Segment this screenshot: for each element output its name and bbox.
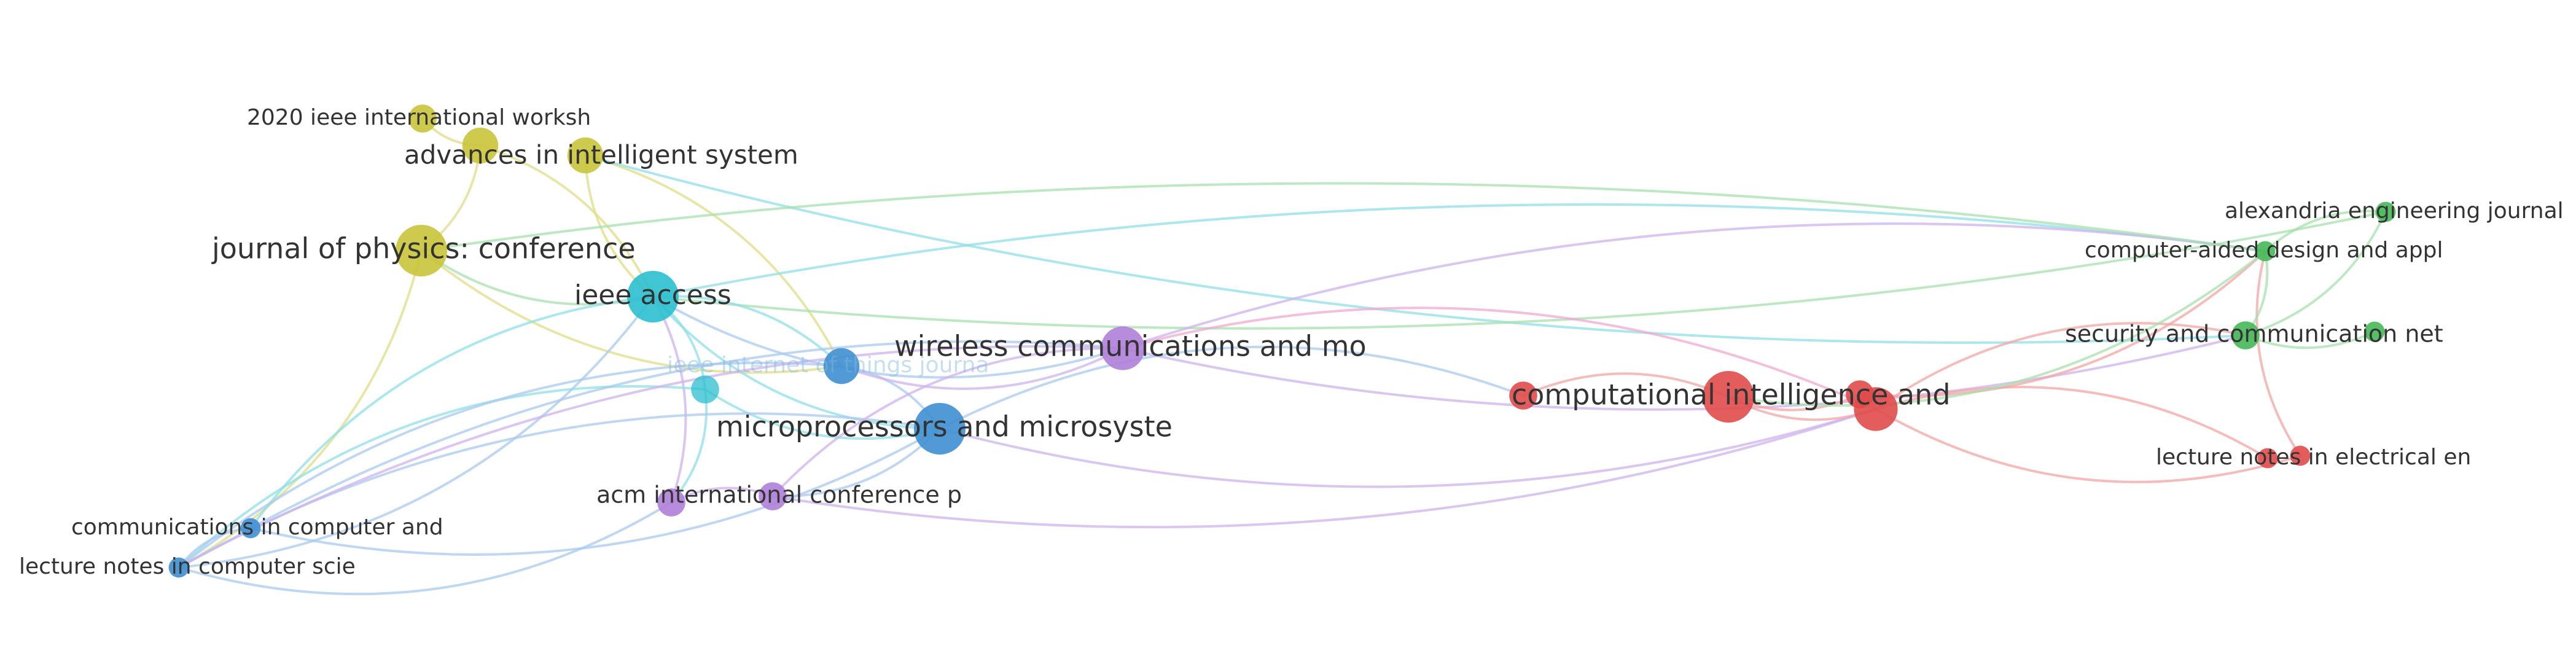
edge-r1-r2 [1522,372,1730,398]
edge-p1-b4 [178,345,1124,569]
edge-p3-r4 [771,408,1877,529]
node-g1[interactable] [2375,201,2396,222]
node-label-g1: alexandria engineering journal [2225,198,2564,224]
node-y1[interactable] [408,104,437,133]
edge-b2-r4 [939,408,1877,488]
edge-b2-r1 [939,345,1524,430]
node-label-b3: communications in computer and [71,515,443,540]
edge-c2-b2 [704,388,941,440]
edge-c2-b4 [178,385,706,569]
edge-b4-b1 [178,361,843,569]
edge-p1-r4 [1122,306,1877,410]
edge-c2-p2 [670,388,708,504]
edge-p1-p3 [771,346,1124,498]
edge-c1-b3 [249,295,654,529]
node-y2[interactable] [462,127,499,164]
edge-c1-g2 [652,203,2266,298]
node-label-g3: security and communication net [2065,321,2443,348]
edge-p1-g3 [1122,334,2247,411]
node-label-c1: ieee access [574,279,732,311]
edge-y4-g2 [420,182,2266,252]
node-r4[interactable] [1854,387,1898,431]
node-p2[interactable] [657,488,685,517]
node-c2[interactable] [691,375,719,404]
edge-y3-g3 [584,154,2247,344]
edge-r2-g2 [1727,250,2266,407]
edge-b3-p1 [249,340,1124,529]
node-b2[interactable] [914,403,966,455]
node-b3[interactable] [240,518,261,539]
edge-b1-p1 [840,347,1124,390]
node-label-p1: wireless communications and mo [894,330,1367,363]
edge-y4-b1 [420,249,843,374]
node-label-r5: lecture notes in electrical en [2156,445,2471,470]
node-g4[interactable] [2364,321,2385,342]
nodes-layer [168,104,2396,578]
edge-p1-g2 [1122,222,2266,349]
edge-r4-g3 [1875,322,2247,410]
edge-r4-r6 [1875,408,2301,483]
node-p3[interactable] [759,482,787,510]
edge-r3-g2 [1859,250,2266,397]
node-label-b2: microprocessors and microsyste [716,410,1173,443]
edge-b4-p2 [178,501,673,596]
node-label-y1: 2020 ieee international worksh [247,105,591,130]
node-label-g2: computer-aided design and appl [2085,238,2443,263]
node-label-y4: journal of physics: conference [211,232,636,265]
node-r6[interactable] [2290,445,2311,466]
node-y3[interactable] [567,137,604,174]
edge-g3-g4 [2244,330,2376,349]
edge-c1-p1 [652,295,1124,379]
node-label-b4: lecture notes in computer scie [19,554,356,579]
node-p1[interactable] [1101,326,1145,370]
node-b4[interactable] [168,557,189,578]
node-label-y2: advances in intelligent system [404,140,798,170]
edge-y3-b1 [584,154,843,367]
node-g3[interactable] [2231,321,2260,349]
node-r1[interactable] [1509,381,1537,410]
edge-y2-c1 [479,144,654,298]
node-label-r2: computational intelligence and [1512,378,1951,412]
edge-r6-g2 [2255,250,2301,457]
node-label-p3: acm international conference p [596,482,962,509]
edge-g1-g2 [2264,209,2387,252]
node-c1[interactable] [627,271,679,322]
labels-layer: 2020 ieee international worksh advances i… [19,105,2564,579]
edge-b2-b3 [249,427,941,556]
node-r5[interactable] [2257,448,2278,469]
node-y4[interactable] [396,225,447,276]
node-b1[interactable] [823,348,860,385]
edge-c1-b4 [178,295,654,569]
edge-c1-b2 [652,295,941,430]
edge-c1-g1 [652,211,2387,330]
edges-layer [178,117,2387,596]
node-g2[interactable] [2255,241,2276,262]
node-r2[interactable] [1703,371,1754,423]
edge-c1-b1 [652,295,843,367]
edge-g1-g3 [2244,211,2387,337]
node-label-c2: ieee internet of things journa [667,353,989,378]
edge-c1-p2 [652,295,687,504]
